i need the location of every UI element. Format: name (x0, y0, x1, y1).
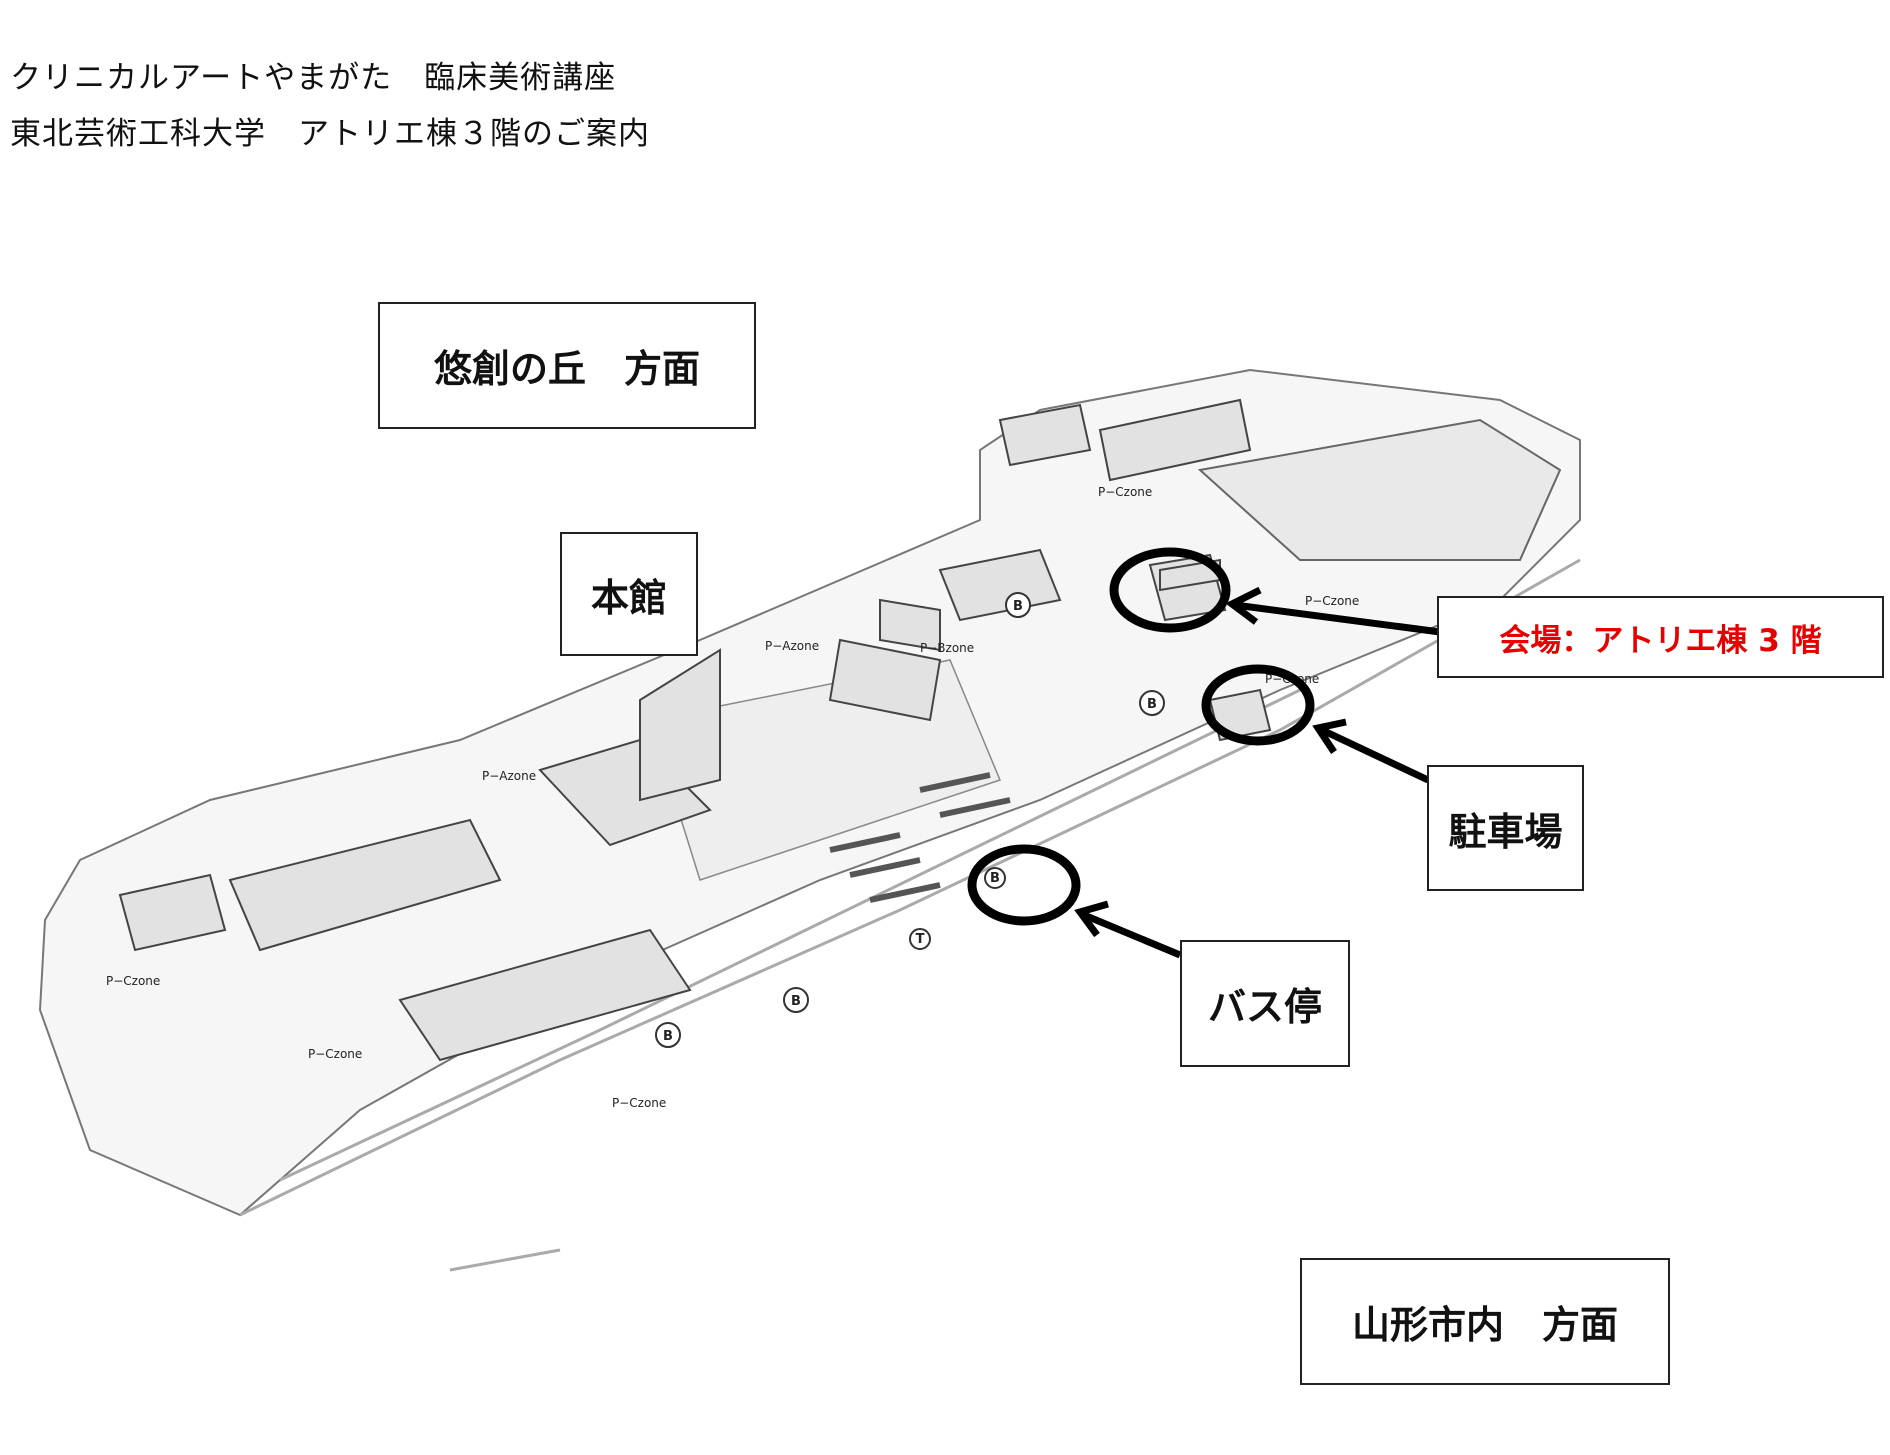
zone-b-label: B (990, 871, 1000, 886)
city-direction-label: 山形市内 方面 (1300, 1258, 1670, 1385)
stairs (829, 772, 1011, 903)
zone-b-label: B (663, 1029, 673, 1044)
taxi-label: T (916, 932, 925, 947)
venue-arrow-head (1225, 586, 1262, 625)
zone-b-label: B (1147, 697, 1157, 712)
main-building-tower (639, 648, 721, 802)
bus-stop-arrow (1082, 911, 1182, 959)
buildings (118, 398, 1272, 1062)
zone-p-c-label: P−Czone (308, 1047, 362, 1061)
building-center (828, 638, 942, 722)
zone-p-a-label: P−Azone (765, 639, 819, 653)
building-small (879, 598, 941, 652)
venue-label: 会場：アトリエ棟 3 階 (1437, 596, 1884, 678)
parking-highlight-circle (1201, 664, 1315, 746)
header-line-1: クリニカルアートやまがた 臨床美術講座 (10, 60, 617, 96)
parking-arrow-head (1312, 718, 1347, 754)
parking-arrow (1320, 726, 1430, 784)
zone-p-c-label: P−Czone (106, 974, 160, 988)
building-west-2 (398, 928, 692, 1062)
highlight-circles (967, 547, 1315, 926)
bus-stop-icon (1005, 592, 1031, 618)
venue-highlight-circle (1109, 547, 1231, 633)
zone-p-c-label: P−Czone (1305, 594, 1359, 608)
header-line-2: 東北芸術工科大学 アトリエ棟３階のご案内 (10, 116, 650, 152)
bus-stop-icon (984, 867, 1006, 889)
building-north (1098, 398, 1252, 482)
bus-stop-icon (783, 987, 809, 1013)
bus-stop-icon (1139, 690, 1165, 716)
taxi-stop-icon (909, 928, 931, 950)
building-west-1 (228, 818, 502, 952)
north-direction-label: 悠創の丘 方面 (378, 302, 756, 429)
roads (239, 558, 1581, 1272)
bus-stop-highlight-circle (967, 844, 1081, 926)
zone-p-b-label: P−Bzone (920, 641, 974, 655)
stadium (1197, 418, 1562, 561)
zone-b-label: B (791, 994, 801, 1009)
zone-b-label: B (1013, 599, 1023, 614)
parking-label: 駐車場 (1427, 765, 1584, 891)
building-west-3 (118, 873, 227, 952)
zone-p-a-label: P−Azone (482, 769, 536, 783)
pointer-arrows (1074, 586, 1441, 959)
main-building-label: 本館 (560, 532, 698, 656)
bus-stop-label: バス停 (1180, 940, 1350, 1067)
bus-stop-icon (655, 1022, 681, 1048)
bus-stop-arrow-head (1074, 900, 1109, 938)
building-atelier-roof (1159, 558, 1221, 592)
venue-arrow (1234, 601, 1441, 636)
zone-p-c-label: P−Czone (612, 1096, 666, 1110)
bus-stop-marks (655, 592, 1165, 1048)
building-north-small (998, 403, 1092, 467)
main-building-block (538, 738, 712, 847)
zone-p-c-label: P−Czone (1098, 485, 1152, 499)
